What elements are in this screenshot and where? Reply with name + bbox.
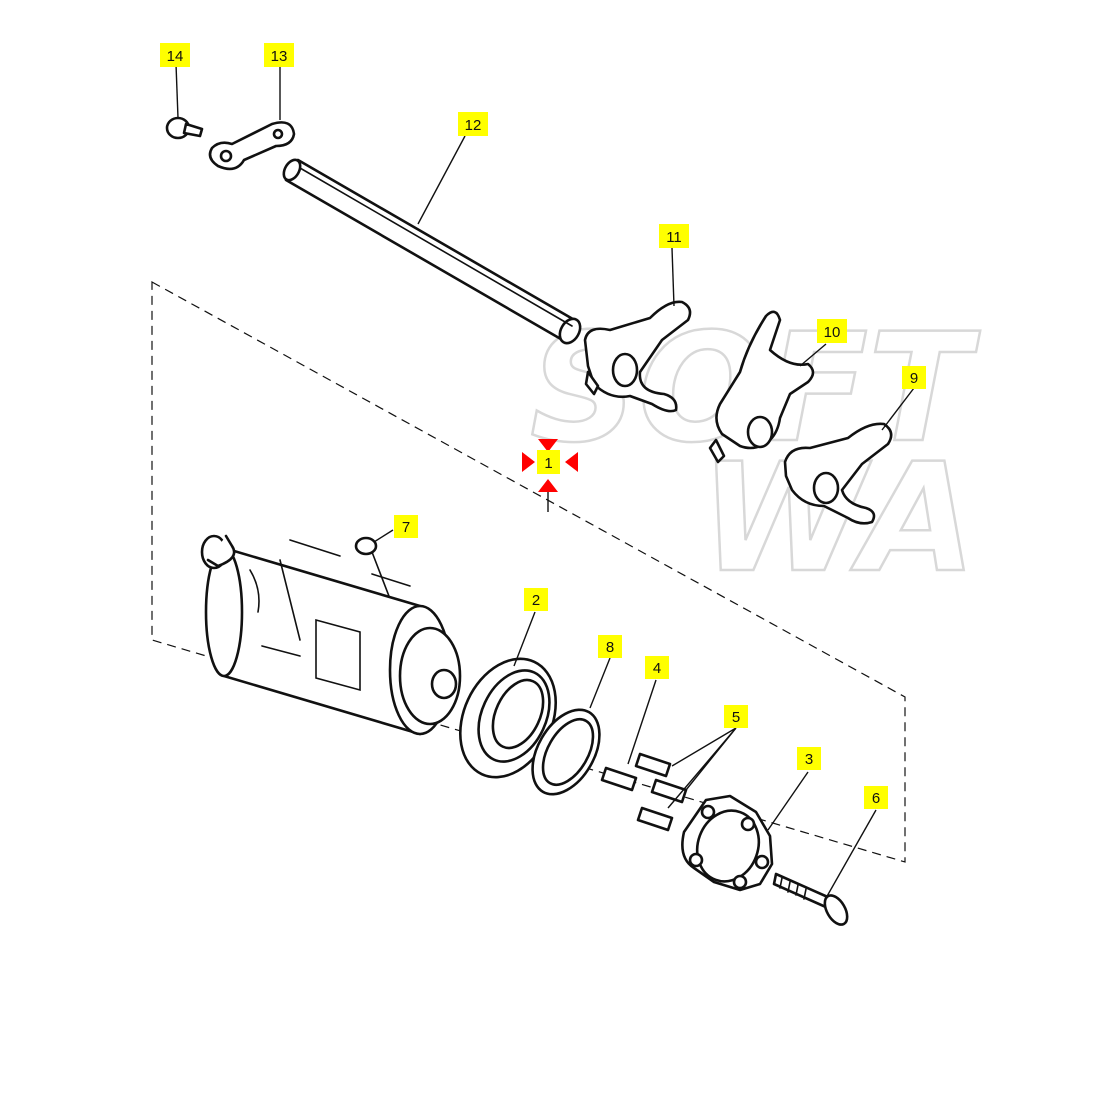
part-3-star-wheel bbox=[681, 794, 774, 892]
callout-13[interactable]: 13 bbox=[264, 43, 294, 67]
callout-8-text: 8 bbox=[606, 639, 614, 656]
callout-3[interactable]: 3 bbox=[797, 747, 821, 770]
callout-11[interactable]: 11 bbox=[659, 224, 689, 248]
part-2-bearing bbox=[458, 657, 558, 779]
part-8-ring bbox=[531, 708, 601, 796]
callout-1[interactable]: 1 bbox=[537, 450, 560, 474]
callout-2-text: 2 bbox=[532, 592, 540, 609]
callout-6-text: 6 bbox=[872, 790, 880, 807]
callout-7-text: 7 bbox=[402, 519, 410, 536]
callout-9-text: 9 bbox=[910, 370, 918, 387]
callout-11-text: 11 bbox=[666, 229, 682, 246]
part-4-pin bbox=[600, 766, 638, 792]
callout-3-text: 3 bbox=[805, 751, 813, 768]
callout-2[interactable]: 2 bbox=[524, 588, 548, 611]
part-13-plate bbox=[208, 121, 296, 171]
part-9-fork bbox=[783, 422, 893, 525]
callout-8[interactable]: 8 bbox=[598, 635, 622, 658]
callout-5[interactable]: 5 bbox=[724, 705, 748, 728]
callout-10[interactable]: 10 bbox=[817, 319, 847, 343]
callout-7[interactable]: 7 bbox=[394, 515, 418, 538]
callout-1-text: 1 bbox=[544, 455, 552, 472]
part-11-fork bbox=[583, 300, 692, 413]
callout-10-text: 10 bbox=[824, 324, 841, 341]
callout-12-text: 12 bbox=[465, 117, 482, 134]
part-6-bolt bbox=[772, 872, 849, 926]
callout-12[interactable]: 12 bbox=[458, 112, 488, 136]
shift-drum bbox=[200, 534, 462, 736]
callout-4[interactable]: 4 bbox=[645, 656, 669, 679]
callout-5-text: 5 bbox=[732, 709, 740, 726]
selected-marker-icon bbox=[522, 439, 578, 492]
callout-13-text: 13 bbox=[271, 48, 288, 65]
leader-lines bbox=[175, 63, 915, 899]
callout-14-text: 14 bbox=[167, 48, 184, 65]
part-12-shaft bbox=[282, 158, 582, 345]
part-14-screw bbox=[165, 116, 204, 140]
callout-4-text: 4 bbox=[653, 660, 661, 677]
callout-6[interactable]: 6 bbox=[864, 786, 888, 809]
part-5-pins bbox=[634, 752, 688, 832]
part-10-fork bbox=[708, 310, 815, 464]
callout-14[interactable]: 14 bbox=[160, 43, 190, 67]
callout-9[interactable]: 9 bbox=[902, 366, 926, 389]
assembly-boundary bbox=[151, 280, 906, 863]
